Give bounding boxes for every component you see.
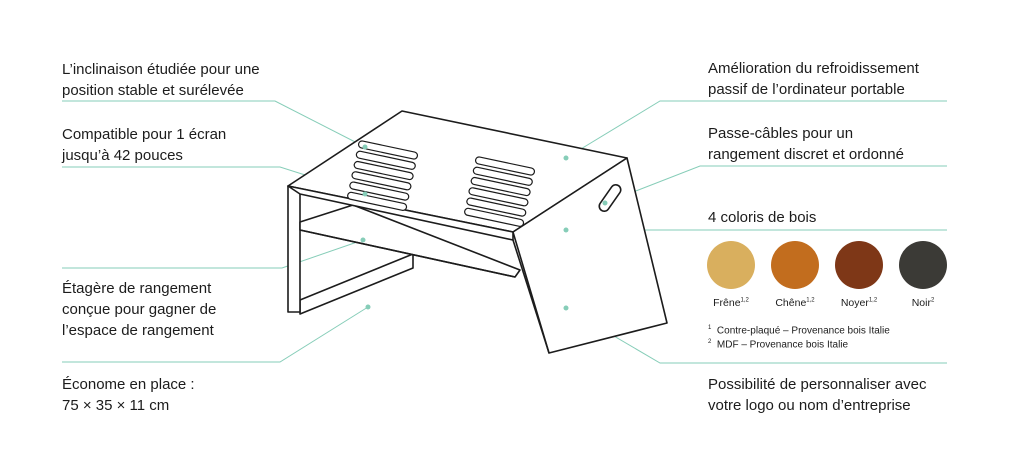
slot xyxy=(468,187,529,207)
leader-cooling xyxy=(565,100,947,159)
right-side-panel xyxy=(512,157,668,354)
dot-inclination xyxy=(362,144,368,150)
label-footprint: Économe en place : 75 × 35 × 11 cm xyxy=(62,376,195,414)
slot xyxy=(466,197,527,217)
label-shelf: Étagère de rangement conçue pour gagner … xyxy=(62,280,217,339)
label-colors-title: 4 coloris de bois xyxy=(708,209,817,226)
leader-lines xyxy=(62,100,947,364)
slot xyxy=(464,207,525,227)
dot-cable xyxy=(602,200,608,206)
dot-footprint xyxy=(365,304,371,310)
slot xyxy=(355,150,416,170)
label-custom: Possibilité de personnaliser avec votre … xyxy=(708,376,927,414)
footnote-2: 2 MDF – Provenance bois Italie xyxy=(708,339,849,351)
swatch-chene xyxy=(771,241,819,289)
label-cable: Passe-câbles pour un rangement discret e… xyxy=(708,125,904,163)
leader-cable xyxy=(604,165,947,204)
back-right-leg xyxy=(299,253,414,315)
slot xyxy=(349,181,410,201)
slot xyxy=(474,156,536,176)
dot-cooling xyxy=(563,155,569,161)
storage-shelf xyxy=(299,204,521,278)
ventilation-slots xyxy=(347,140,536,227)
swatch-noyer xyxy=(835,241,883,289)
callout-dots xyxy=(360,144,608,311)
swatch-noir xyxy=(899,241,947,289)
swatch-label-chene: Chêne1,2 xyxy=(775,297,815,309)
dot-compatible xyxy=(362,191,368,197)
slot xyxy=(470,176,531,197)
dot-shelf xyxy=(360,237,366,243)
swatch-frene xyxy=(707,241,755,289)
label-cooling: Amélioration du refroidissement passif d… xyxy=(708,60,919,98)
footnote-1: 1 Contre-plaqué – Provenance bois Italie xyxy=(708,325,890,337)
slots-left xyxy=(347,140,419,211)
swatch-label-noyer: Noyer1,2 xyxy=(840,297,878,309)
swatch-label-noir: Noir2 xyxy=(911,297,935,309)
leader-footprint xyxy=(62,306,369,363)
slots-right xyxy=(464,156,536,227)
swatch-label-frene: Frêne1,2 xyxy=(713,297,749,309)
slot xyxy=(357,140,419,160)
slot xyxy=(472,166,533,186)
leader-shelf xyxy=(62,239,364,269)
left-side-panel xyxy=(287,185,301,313)
dot-custom xyxy=(563,305,569,311)
slot xyxy=(353,160,414,181)
slot xyxy=(347,191,408,211)
leader-inclination xyxy=(62,100,366,148)
label-inclination: L’inclinaison étudiée pour une position … xyxy=(62,61,260,99)
stand-drawing xyxy=(287,110,668,354)
label-compatible: Compatible pour 1 écran jusqu’à 42 pouce… xyxy=(62,126,227,164)
slot xyxy=(351,171,412,191)
dot-colors xyxy=(563,227,569,233)
